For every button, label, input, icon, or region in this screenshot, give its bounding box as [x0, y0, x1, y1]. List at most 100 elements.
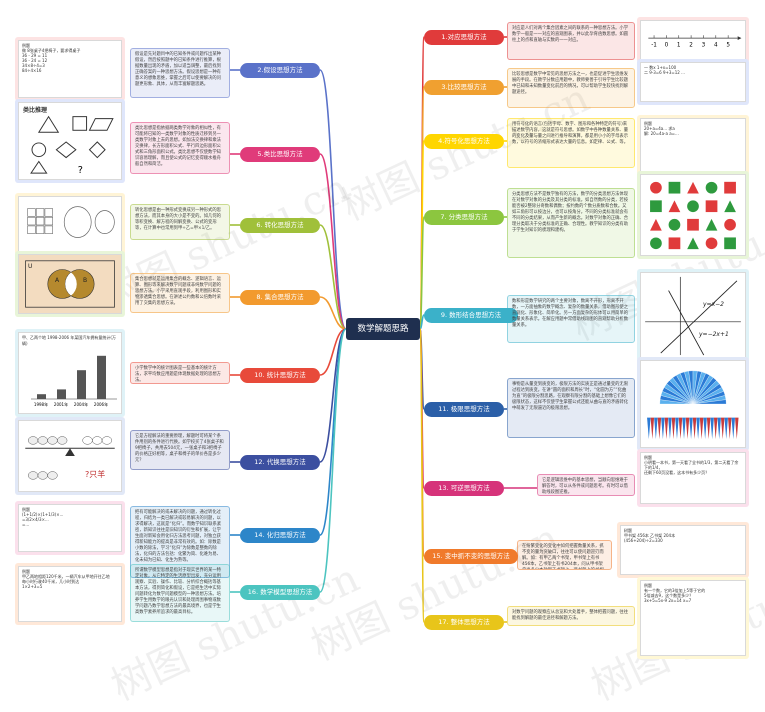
image-text-line: 树题: [624, 528, 632, 533]
connector-line: [319, 328, 347, 536]
branch-right-5-image: y=x−2 y=−2x+1: [640, 272, 746, 358]
branch-left-3-description: 转化思想是由一种形式变换成另一种形式的思想方法，而其本身的大小是不变的。如几何的…: [130, 204, 230, 240]
image-text-line: 36 - 24 = 12: [22, 58, 48, 63]
branch-right-2-description: 比较思想是数学中常见的思想方法之一，也是促进学生思维发展的手段。在教学分数应用题…: [507, 68, 635, 108]
image-text-line: 20+a=4a... 求a: [644, 126, 675, 131]
image-text-line: 例题: [22, 569, 30, 574]
equation-label-2: y=−2x+1: [699, 331, 729, 338]
number-line-label: 0: [665, 43, 669, 49]
connector-line: [419, 314, 425, 330]
branch-right-5-description: 数和形是数学研究的两个主要对象，数离不开形，形离不开数，一方面抽象的数学概念、复…: [507, 295, 635, 343]
connector-line: [319, 328, 347, 593]
branch-right-1-description: 对应是人们对两个集合因素之间的联系的一种思想方法。小学数学一般是一一对应的直观图…: [507, 22, 635, 60]
connector-line: [419, 328, 425, 623]
branch-left-7-image: 例题(1+1/2)×(1+1/3)×...=3/2×4/3×...=...: [18, 504, 122, 552]
branch-left-3[interactable]: 6. 转化思想方法: [240, 218, 320, 233]
equation-label-1: y=x−2: [703, 301, 724, 308]
branch-right-1[interactable]: 1.对应思想方法: [424, 30, 504, 45]
branch-right-6[interactable]: 11. 极限思想方法: [424, 402, 504, 417]
branch-right-7[interactable]: 13. 可逆思想方法: [424, 481, 504, 496]
image-text-line: 每小时行驶40千米，几小时到达: [22, 579, 80, 584]
image-text-line: 有一个数，它的3倍加上5等于它的: [644, 588, 706, 593]
chart-category-label: 2006年: [94, 401, 108, 407]
branch-left-8[interactable]: 16. 数学模型思想方法: [240, 585, 320, 600]
number-line-label: 3: [702, 43, 706, 49]
image-text-line: =3/2×4/3×...: [22, 517, 49, 522]
branch-left-5-image: 甲、乙两个地 1998-2006 年某国汽车拥有量统计(万辆) 1998年 2001…: [18, 332, 122, 414]
branch-right-4[interactable]: 7. 分类思想方法: [424, 210, 504, 225]
image-text-line: 做 8张桌子4把椅子，要求得桌子: [22, 48, 81, 53]
mindmap-connectors: [230, 36, 537, 623]
chart-bar: [37, 394, 46, 399]
image-text-line: 例题: [644, 121, 652, 126]
number-line-label: 1: [677, 43, 681, 49]
image-text-line: (456+204)÷2=330: [624, 538, 663, 543]
image-text-line: 二 9-3=6 9+3=12 ...: [644, 70, 685, 75]
branch-right-3[interactable]: 4.符号化思想方法: [424, 134, 504, 149]
chart-category-label: 1998年: [34, 401, 48, 407]
branch-right-9[interactable]: 17. 整体思想方法: [424, 615, 504, 630]
connector-line: [419, 216, 425, 330]
branch-left-4-image: U A B: [18, 254, 122, 314]
image-text-line: 还剩下60页没看，这本书有多少页？: [644, 470, 710, 475]
number-line-label: -1: [651, 43, 657, 49]
branch-left-6-image: ?只羊: [18, 420, 122, 492]
branch-left-4[interactable]: 8. 集合思想方法: [240, 290, 320, 305]
branch-left-1-description: 假设是先对题目中的已知条件或问题作出某种假设，然后按照题中的已知条件进行推算，根…: [130, 48, 230, 98]
image-text-line: 36 - 29 = 11: [22, 53, 48, 58]
branch-left-5[interactable]: 10. 统计思想方法: [240, 368, 320, 383]
chart-title: 甲、乙两个地 1998-2006 年某国汽车拥有量统计(万辆): [22, 335, 116, 346]
venn-label-a: A: [55, 277, 60, 284]
svg-text:?: ?: [78, 165, 83, 176]
branch-right-8-image: 树题甲书架 456本 乙书架 204本(456+204)÷2=330: [620, 525, 746, 575]
branch-right-6-description: 事物是从量变到质变的，极限方法的实质正是通过量变的无限过程达到质变。在讲“圆的面…: [507, 378, 635, 438]
branch-right-5[interactable]: 9. 数形结合思想方法: [424, 308, 518, 323]
connector-line: [319, 296, 347, 330]
branch-right-2[interactable]: 3.比较思想方法: [424, 80, 504, 95]
image-text-line: 甲书架 456本 乙书架 204本: [624, 533, 676, 538]
connector-line: [319, 328, 347, 376]
image-text-line: 小明看一本书，第一天看了全书的1/3，第二天看了余下的1/4，: [644, 460, 739, 470]
chart-category-label: 2001年: [54, 401, 68, 407]
branch-left-1[interactable]: 2.假设思想方法: [240, 63, 320, 78]
image-text-line: 3x+5=5x-9 2x=14 x=7: [644, 598, 692, 603]
question-text: ?只羊: [85, 470, 106, 479]
image-text-line: (1+1/2)×(1+1/3)×...: [22, 512, 64, 517]
branch-right-7-image: 例题小明看一本书，第一天看了全书的1/3，第二天看了余下的1/4，还剩下60页没…: [640, 452, 746, 504]
number-line-label: 4: [714, 43, 718, 49]
venn-label-u: U: [28, 263, 33, 270]
image-text-line: 例题: [644, 583, 652, 588]
chart-category-label: 2004年: [74, 401, 88, 407]
image-text-line: 一 数x 1+x=100: [644, 65, 677, 70]
image-caption: 类比推理: [23, 107, 48, 114]
branch-left-2-image: ? 类比推理: [18, 102, 122, 180]
venn-label-b: B: [83, 277, 88, 284]
branch-right-4-image: [640, 174, 746, 256]
branch-right-9-description: 对数学问题的观察应从总览和大处着手，整体把握问题，往往能找到解题的最佳途径和解题…: [507, 606, 635, 626]
image-text-line: 34×8÷4=3: [22, 63, 45, 68]
branch-right-3-description: 用符号化的语言(包括字母、数字、图形和各种特定的符号)来描述数学内容，这就是符号…: [507, 118, 635, 168]
central-topic[interactable]: 数学解题思路: [346, 318, 420, 340]
branch-right-7-description: 它是逻辑思维中的基本思想，当顺向思维难于解答时，可以从条件或问题思考。有时可以借…: [537, 474, 635, 496]
image-text-line: 84÷4×16: [22, 68, 42, 73]
number-line-label: 2: [689, 43, 693, 49]
image-text-line: =...: [22, 522, 30, 527]
image-text-line: 5倍减去9，这个数是多少？: [644, 593, 694, 598]
chart-bar: [77, 370, 86, 399]
branch-right-6-image: [640, 360, 746, 448]
image-text-line: 例题: [22, 43, 30, 48]
branch-left-7[interactable]: 14. 化归思想方法: [240, 528, 320, 543]
branch-left-2[interactable]: 5.类比思想方法: [240, 147, 320, 162]
branch-left-6[interactable]: 12. 代换思想方法: [240, 455, 320, 470]
branch-left-3-image: [18, 196, 122, 252]
connector-line: [319, 153, 347, 330]
branch-left-7-description: 把有可能解决的或未解决的问题，通过转化过程，归结为一类已解决或较易解决的问题，以…: [130, 506, 230, 578]
connector-line: [319, 69, 347, 330]
branch-left-6-description: 它是方程解法的重要原理，解题时可将某个条件用别的条件进行代换。如学校买了4张桌子…: [130, 430, 230, 470]
connector-line: [319, 224, 347, 330]
image-text-line: 解: 20=4a-a a=...: [644, 131, 679, 136]
branch-right-8[interactable]: 15. 变中抓不变的思想方法: [424, 549, 518, 564]
